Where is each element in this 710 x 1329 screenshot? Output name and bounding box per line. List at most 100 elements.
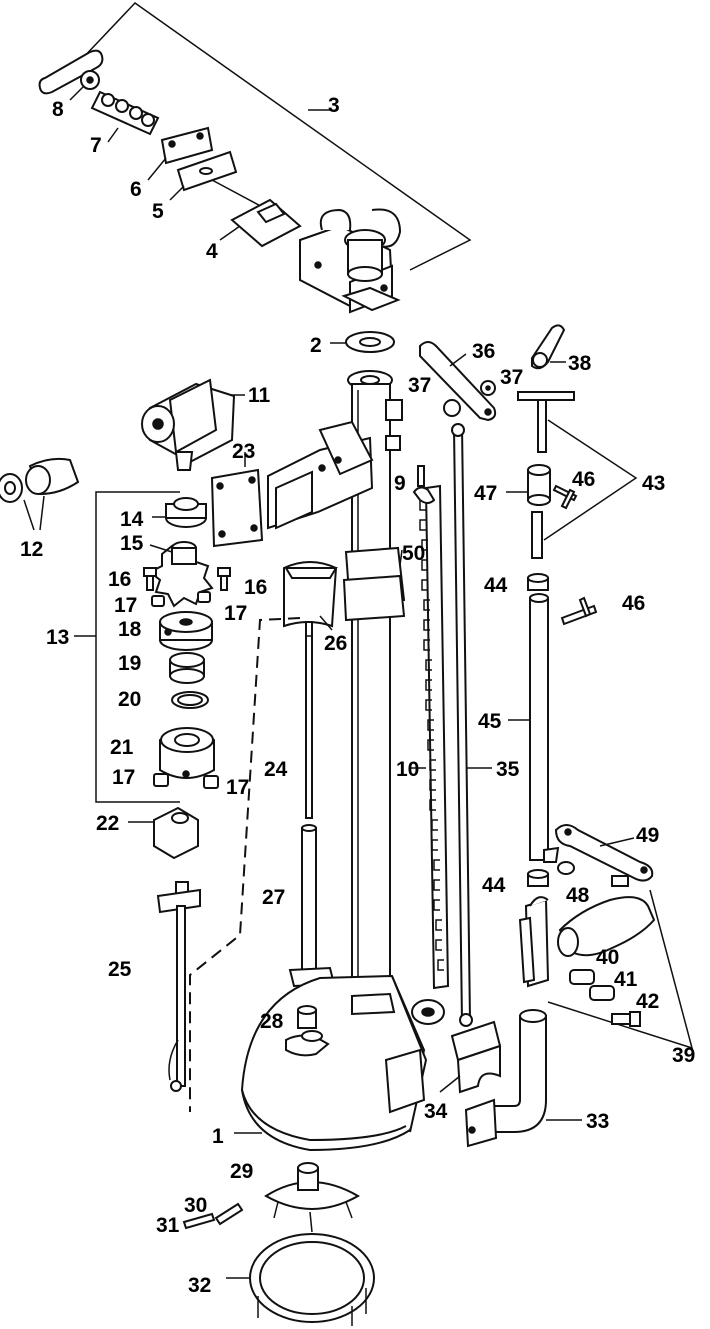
part-30-pin <box>214 1202 244 1226</box>
callout-24: 24 <box>264 758 288 781</box>
callout-49: 49 <box>636 824 659 847</box>
callout-40: 40 <box>596 946 619 969</box>
callout-31: 31 <box>156 1214 180 1237</box>
part-33-bent-tube <box>464 1009 582 1148</box>
part-27-rod <box>288 824 336 988</box>
callout-12: 12 <box>20 538 43 561</box>
part-19-bushing <box>169 652 205 684</box>
callout-33: 33 <box>586 1110 609 1133</box>
callout-20: 20 <box>118 688 141 711</box>
part-1-base-housing <box>234 974 445 1152</box>
callout-21: 21 <box>110 736 134 759</box>
part-41-sleeve <box>589 985 615 1001</box>
callout-50: 50 <box>402 542 425 565</box>
callout-14: 14 <box>120 508 144 531</box>
callout-7: 7 <box>90 134 102 157</box>
callout-44a: 44 <box>484 574 508 597</box>
callout-48: 48 <box>566 884 590 907</box>
callout-18: 18 <box>118 618 142 641</box>
bracket-3 <box>61 2 472 271</box>
top-clamp-assembly <box>299 208 402 314</box>
part-25-lever <box>156 881 201 1092</box>
callout-46b: 46 <box>622 592 645 615</box>
callout-10: 10 <box>396 758 419 781</box>
part-11-motor <box>141 378 245 471</box>
callout-34: 34 <box>424 1100 448 1123</box>
callout-16a: 16 <box>108 568 131 591</box>
part-9-eyebolt <box>412 465 436 504</box>
callout-46a: 46 <box>572 468 595 491</box>
part-21-housing <box>159 727 215 779</box>
part-24-rod <box>305 621 313 819</box>
callout-42: 42 <box>636 990 659 1013</box>
callout-1: 1 <box>212 1125 224 1148</box>
part-31-pin <box>182 1212 216 1230</box>
part-26-shroud <box>283 561 338 631</box>
callout-30: 30 <box>184 1194 207 1217</box>
callout-4: 4 <box>206 240 218 263</box>
callout-23: 23 <box>232 440 255 463</box>
part-6-plate <box>147 126 214 181</box>
callout-17d: 17 <box>226 776 249 799</box>
callout-15: 15 <box>120 532 144 555</box>
part-8-handle <box>38 49 104 101</box>
part-22-block <box>128 806 199 860</box>
callout-22: 22 <box>96 812 119 835</box>
callout-19: 19 <box>118 652 141 675</box>
part-7-strip <box>90 90 160 143</box>
callout-43: 43 <box>642 472 665 495</box>
callout-35: 35 <box>496 758 520 781</box>
part-32-ring <box>226 1233 375 1326</box>
part-45-tube <box>508 593 560 863</box>
part-29-impeller <box>264 1162 361 1233</box>
part-23-plate <box>210 452 264 548</box>
part-47-coupler <box>506 464 551 506</box>
part-5-plate <box>169 150 238 201</box>
callout-9: 9 <box>394 472 406 495</box>
part-43-t-handle <box>517 391 638 559</box>
callout-37a: 37 <box>408 374 431 397</box>
callout-36: 36 <box>472 340 495 363</box>
callout-6: 6 <box>130 178 142 201</box>
part-50-band <box>342 546 406 622</box>
callout-32: 32 <box>188 1274 211 1297</box>
part-4-rod <box>211 179 302 248</box>
callout-17a: 17 <box>114 594 137 617</box>
part-48-pins <box>557 861 629 887</box>
dashed-guide <box>189 617 301 1112</box>
callout-41: 41 <box>614 968 638 991</box>
part-16-bolts <box>143 567 231 591</box>
part-40-pin <box>569 969 595 985</box>
part-36-bar <box>419 341 497 422</box>
part-44-collars <box>527 573 549 887</box>
part-20-ring <box>171 691 209 709</box>
mounting-bracket <box>267 420 374 530</box>
callout-38: 38 <box>568 352 592 375</box>
callout-27: 27 <box>262 886 285 909</box>
part-2-washer <box>330 331 395 353</box>
callout-28: 28 <box>260 1010 284 1033</box>
callout-3: 3 <box>328 94 340 117</box>
callout-13: 13 <box>46 626 69 649</box>
callout-11: 11 <box>248 384 271 407</box>
part-12-bushings <box>0 457 80 531</box>
callout-17b: 17 <box>224 602 247 625</box>
part-10-rack <box>410 484 450 990</box>
part-46-pins <box>552 484 598 626</box>
part-42-bolt <box>611 1011 641 1027</box>
part-38-knob <box>531 324 566 370</box>
callout-labels: 1 2 3 4 5 6 7 8 9 10 11 12 13 14 15 16 1… <box>20 94 695 1297</box>
callout-17c: 17 <box>112 766 135 789</box>
callout-8: 8 <box>52 98 64 121</box>
callout-25: 25 <box>108 958 132 981</box>
part-14-hub <box>152 497 207 528</box>
part-18-collar <box>159 611 213 651</box>
callout-39: 39 <box>672 1044 695 1067</box>
part-37-washers <box>443 380 496 417</box>
callout-29: 29 <box>230 1160 253 1183</box>
part-28-bushing <box>297 1005 317 1029</box>
bracket-13 <box>74 491 180 803</box>
part-35-link <box>451 423 492 1027</box>
callout-2: 2 <box>310 334 322 357</box>
